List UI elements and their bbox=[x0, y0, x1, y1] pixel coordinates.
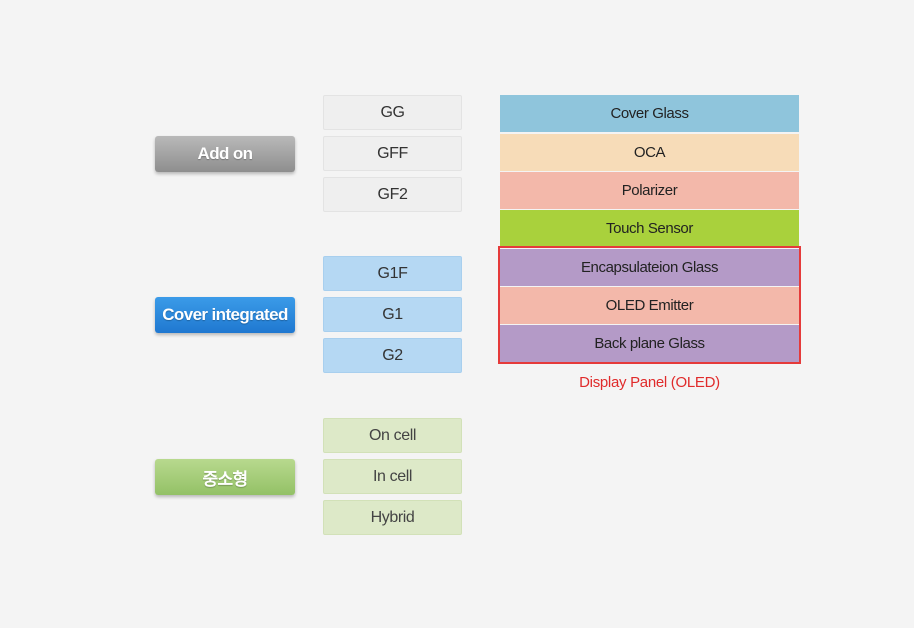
layer-polarizer: Polarizer bbox=[500, 172, 799, 209]
type-in-cell: In cell bbox=[323, 459, 462, 494]
type-g2: G2 bbox=[323, 338, 462, 373]
layer-cover-glass: Cover Glass bbox=[500, 95, 799, 132]
type-g1f: G1F bbox=[323, 256, 462, 291]
type-gg: GG bbox=[323, 95, 462, 130]
type-on-cell: On cell bbox=[323, 418, 462, 453]
layer-back-plane-glass: Back plane Glass bbox=[500, 325, 799, 362]
type-gff: GFF bbox=[323, 136, 462, 171]
type-gf2: GF2 bbox=[323, 177, 462, 212]
layer-oled-emitter: OLED Emitter bbox=[500, 287, 799, 324]
layer-encapsulation-glass: Encapsulateion Glass bbox=[500, 249, 799, 286]
category-cover-integrated: Cover integrated bbox=[155, 297, 295, 333]
type-g1: G1 bbox=[323, 297, 462, 332]
layer-oca: OCA bbox=[500, 134, 799, 171]
category-small-medium: 중소형 bbox=[155, 459, 295, 495]
display-panel-label: Display Panel (OLED) bbox=[579, 374, 720, 391]
layer-touch-sensor: Touch Sensor bbox=[500, 210, 799, 247]
category-add-on: Add on bbox=[155, 136, 295, 172]
type-hybrid: Hybrid bbox=[323, 500, 462, 535]
